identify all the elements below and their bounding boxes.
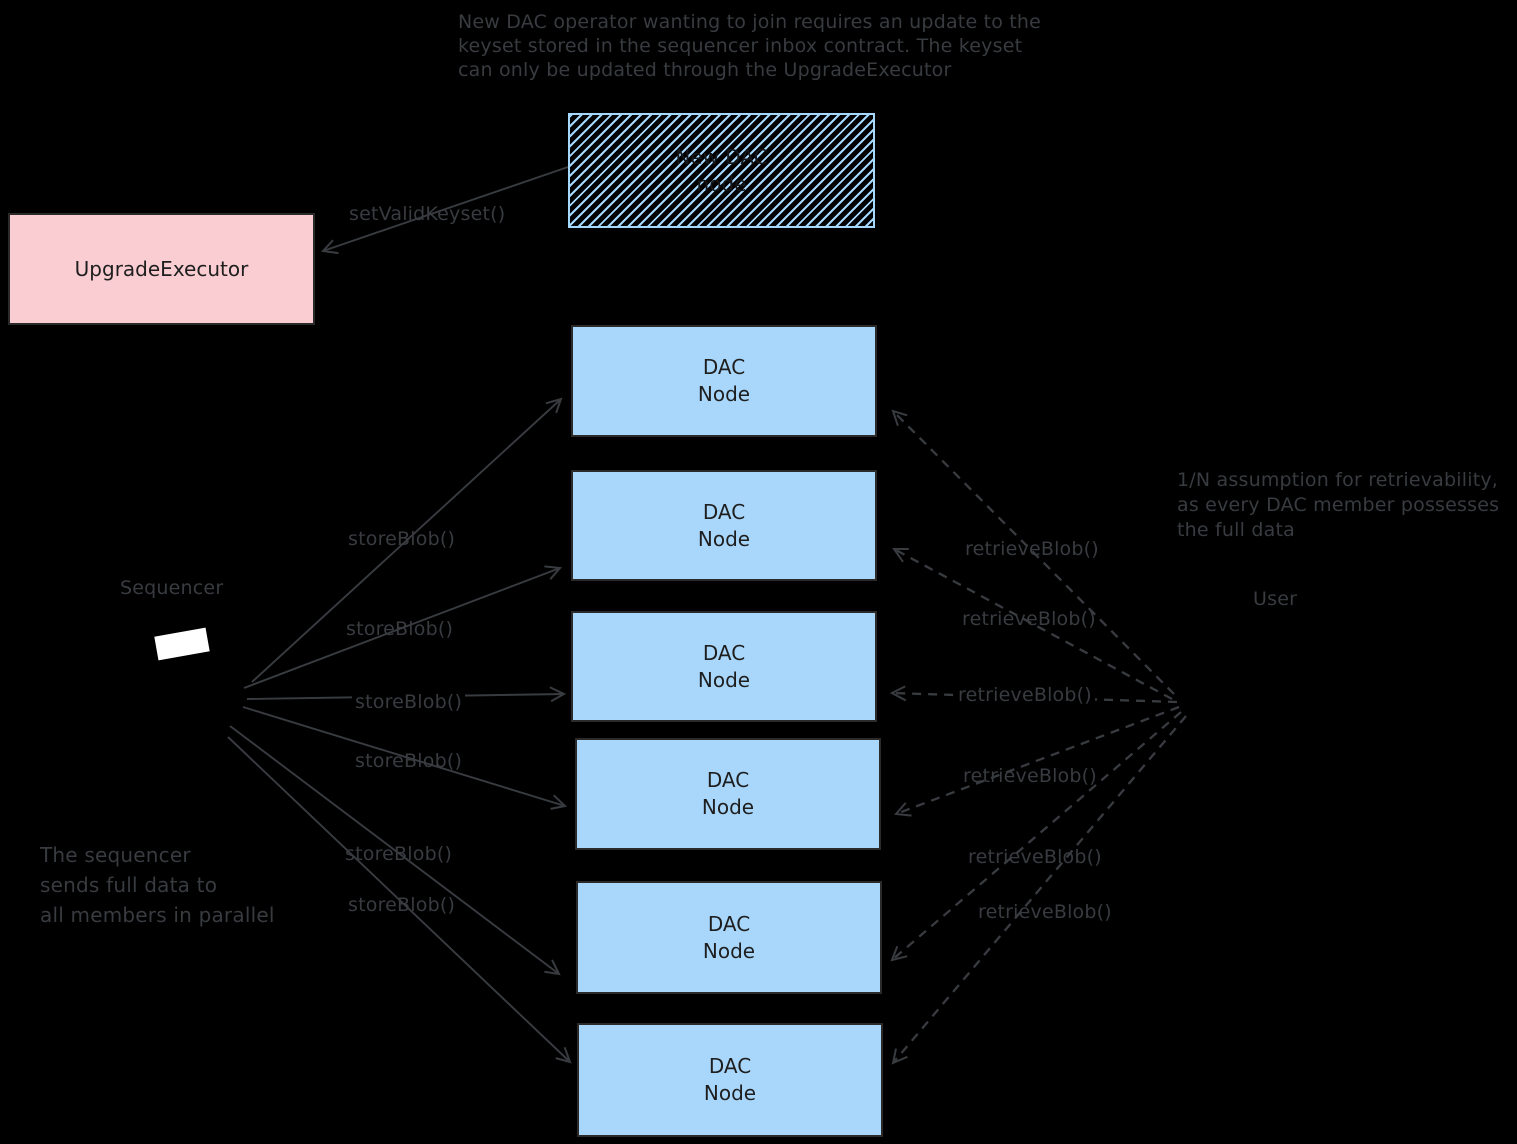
retrieveblob-label-4: retrieveBlob(): [963, 765, 1097, 787]
sequencer-label: Sequencer: [120, 577, 224, 599]
new-dac-node-box: New DAC node: [568, 113, 875, 228]
dac-node-box-2: DAC Node: [571, 470, 877, 581]
storeblob-label-3: storeBlob(): [352, 690, 466, 714]
storeblob-arrow-4: [242, 706, 568, 810]
storeblob-label-5: storeBlob(): [345, 843, 453, 865]
retrieveblob-arrow-4: [893, 705, 1180, 817]
dac-node-box-1: DAC Node: [571, 325, 877, 437]
retrieveblob-arrow-1: [891, 409, 1175, 695]
user-label: User: [1253, 588, 1298, 610]
dac-node-box-4: DAC Node: [575, 738, 881, 850]
bottom-left-note: The sequencer sends full data to all mem…: [40, 843, 275, 927]
upgrade-executor-box: UpgradeExecutor: [8, 213, 315, 325]
top-note: New DAC operator wanting to join require…: [458, 11, 1042, 81]
storeblob-label-2: storeBlob(): [346, 618, 454, 640]
storeblob-arrow-1: [251, 397, 563, 683]
storeblob-arrow-5: [229, 725, 561, 976]
dac-node-box-5: DAC Node: [576, 881, 882, 994]
retrieveblob-label-3: retrieveBlob(): [955, 683, 1095, 707]
retrieveblob-arrow-6: [891, 715, 1187, 1065]
retrieveblob-arrow-2: [892, 547, 1173, 701]
storeblob-label-6: storeBlob(): [348, 894, 456, 916]
retrieveblob-label-2: retrieveBlob(): [962, 608, 1096, 630]
storeblob-label-1: storeBlob(): [348, 528, 456, 550]
dac-node-box-3: DAC Node: [571, 611, 877, 722]
storeblob-label-4: storeBlob(): [355, 750, 463, 772]
dac-node-box-6: DAC Node: [577, 1023, 883, 1137]
set-valid-keyset-label: setValidKeyset(): [349, 203, 506, 225]
retrieveblob-label-1: retrieveBlob(): [965, 538, 1099, 560]
storeblob-arrow-6: [227, 736, 572, 1064]
set-valid-keyset-arrow: [320, 166, 569, 255]
right-note: 1/N assumption for retrievability, as ev…: [1177, 469, 1500, 541]
retrieveblob-label-5: retrieveBlob(): [968, 846, 1102, 868]
retrieveblob-label-6: retrieveBlob(): [978, 901, 1112, 923]
storeblob-arrow-2: [243, 565, 563, 689]
